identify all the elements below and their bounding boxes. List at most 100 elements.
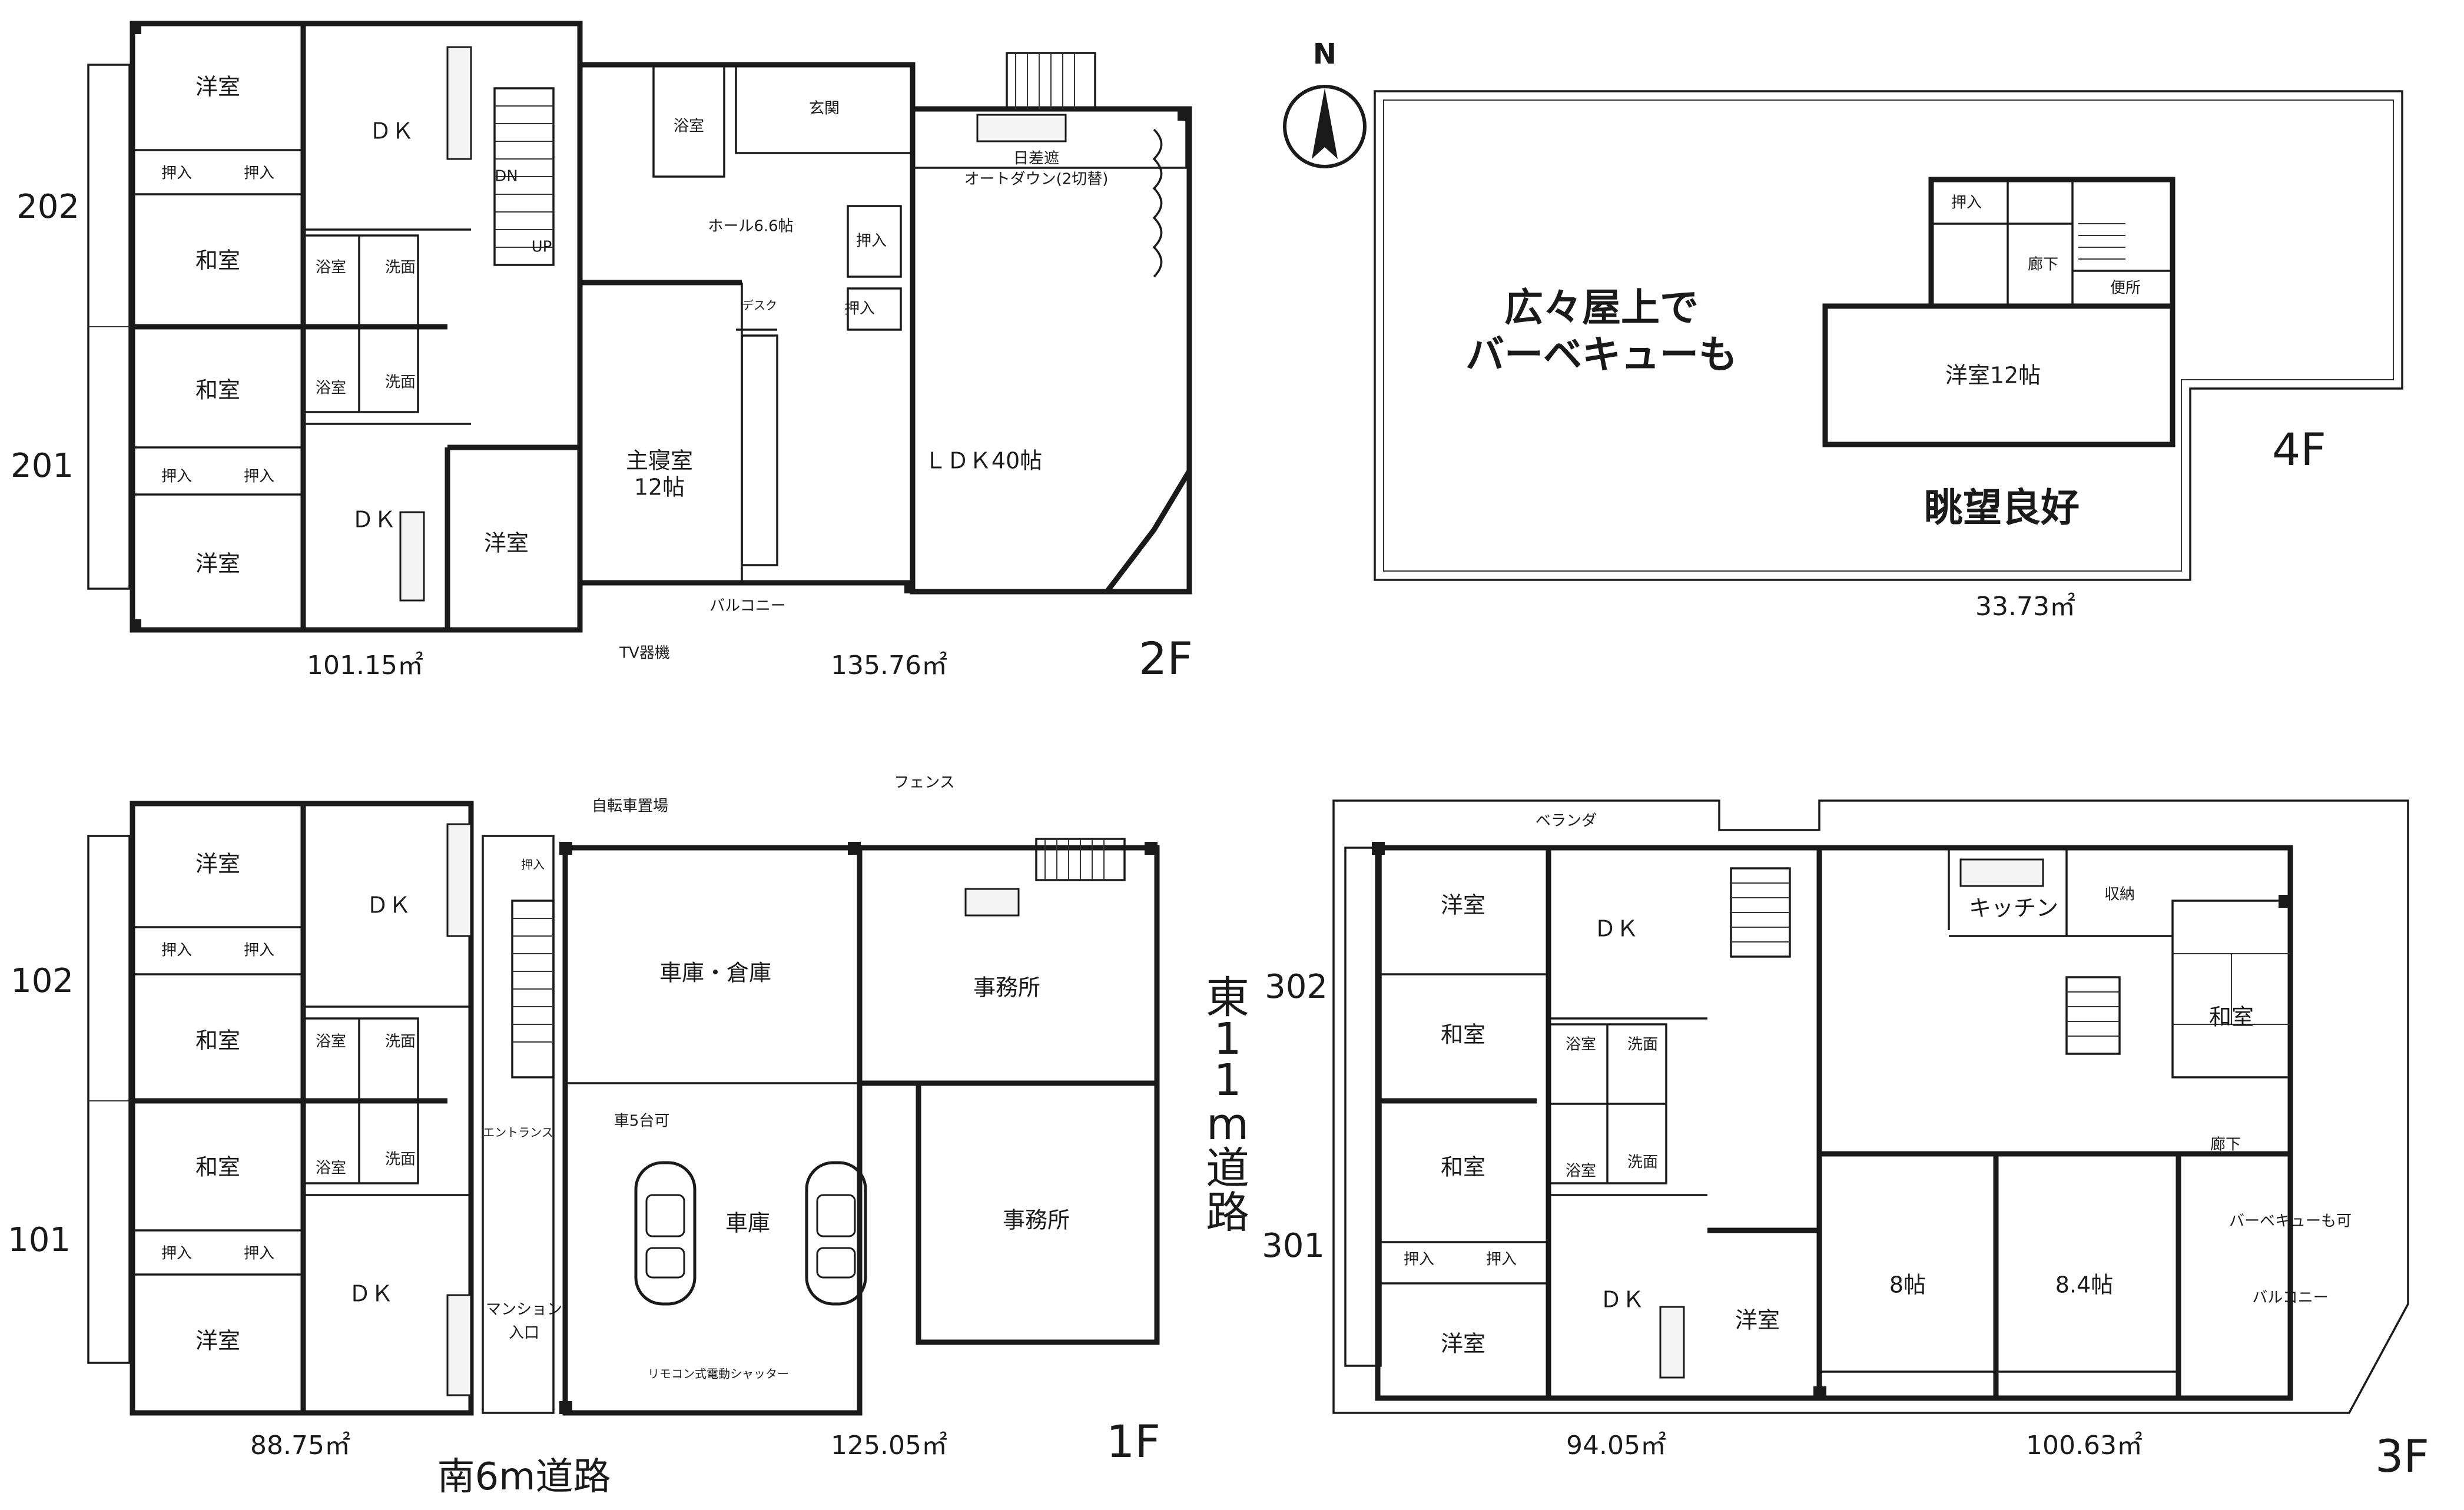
room-1f-yoshitsu-top: 洋室 (195, 851, 240, 877)
room-3f-washitsu-owner: 和室 (2209, 1004, 2254, 1030)
room-2f-yoshitsu-mid: 洋室 (484, 530, 529, 556)
car-icon-left (634, 1161, 697, 1306)
roof-deck-outline (1374, 90, 2403, 581)
room-3f-84jo: 8.4帖 (2055, 1272, 2113, 1298)
road-east-char-0: 東 (1206, 973, 1249, 1023)
road-east: 東 1 1 m 道 路 (1206, 973, 1249, 1238)
room-3f-yoshitsu-mid: 洋室 (1735, 1307, 1780, 1333)
floor-label-3f: 3F (2375, 1430, 2429, 1482)
room-1f-yoshitsu-bottom: 洋室 (195, 1328, 240, 1354)
note-view: 眺望良好 (1924, 485, 2080, 530)
north-label: N (1313, 38, 1337, 71)
room-2f-oshiire-owner: 押入 (856, 233, 887, 250)
room-1f-bath-bottom: 浴室 (316, 1160, 346, 1177)
unit-202: 202 (16, 188, 79, 226)
room-1f-dk-bottom: ＤＫ (349, 1281, 393, 1307)
road-east-char-4: 道 (1206, 1143, 1249, 1194)
note-bbq-line1: 広々屋上で (1504, 285, 1699, 330)
room-1f-bath-top: 浴室 (316, 1033, 346, 1051)
note-bbq-line2: バーベキューも (1465, 332, 1737, 377)
room-4f-wc: 便所 (2110, 280, 2141, 297)
room-2f-genkan: 玄関 (809, 100, 840, 118)
north-compass: N (1283, 38, 1367, 168)
room-2f-sunshade: 日差遮 (1013, 150, 1059, 168)
room-2f-hall: ホール6.6帖 (708, 218, 793, 235)
car-icon-right (805, 1161, 867, 1306)
room-3f-oshiire-2: 押入 (1486, 1251, 1517, 1269)
room-2f-bath-top: 浴室 (316, 259, 346, 277)
room-3f-wash-top: 洗面 (1627, 1036, 1658, 1054)
unit-102: 102 (11, 962, 74, 1000)
room-1f-office-bottom: 事務所 (1003, 1207, 1070, 1233)
room-1f-wash-top: 洗面 (385, 1033, 416, 1051)
road-east-char-2: 1 (1213, 1055, 1241, 1106)
room-3f-bath-top: 浴室 (1566, 1036, 1596, 1054)
room-3f-bbq-ok: バーベキューも可 (2229, 1213, 2352, 1230)
room-1f-dk-top: ＤＫ (366, 892, 411, 918)
unit-302: 302 (1265, 968, 1328, 1006)
room-4f-oshiire: 押入 (1951, 194, 1982, 212)
area-4f: 33.73㎡ (1975, 592, 2075, 622)
stair-dn-label: DN (495, 168, 518, 185)
room-1f-garage-storage: 車庫・倉庫 (659, 960, 771, 986)
room-3f-kitchen: キッチン (1969, 895, 2058, 921)
area-3f-left: 94.05㎡ (1566, 1431, 1666, 1461)
area-1f-left: 88.75㎡ (250, 1431, 350, 1461)
room-1f-oshiire-1: 押入 (161, 942, 192, 960)
room-3f-yoshitsu-top: 洋室 (1441, 892, 1485, 918)
garage-1f (562, 845, 863, 1416)
room-3f-bath-bottom: 浴室 (1566, 1163, 1596, 1180)
road-south: 南6m道路 (437, 1455, 611, 1499)
floor-2f: DN UP 洋室 ＤＫ 押入 押入 和室 (11, 21, 1193, 685)
room-1f-fence: フェンス (894, 774, 954, 792)
room-1f-bicycle: 自転車置場 (592, 798, 668, 815)
area-2f-right: 135.76㎡ (831, 651, 947, 681)
floor-3f-outline (1332, 799, 2409, 1414)
room-2f-sunshade-2: オートダウン(2切替) (964, 171, 1109, 188)
room-3f-dk-bottom: ＤＫ (1600, 1287, 1644, 1313)
room-3f-oshiire-1: 押入 (1404, 1251, 1434, 1269)
room-3f-yoshitsu-bottom: 洋室 (1441, 1331, 1485, 1357)
room-2f-master-a: 主寝室 (626, 448, 693, 474)
unit-301: 301 (1262, 1227, 1325, 1265)
room-4f-youshitsu: 洋室12帖 (1945, 363, 2041, 389)
room-2f-oshiire-4: 押入 (244, 468, 274, 486)
room-2f-balcony: バルコニー (709, 598, 785, 615)
unit-101: 101 (8, 1221, 71, 1259)
room-1f-washitsu-top: 和室 (195, 1028, 240, 1054)
room-3f-washitsu-bottom: 和室 (1441, 1154, 1485, 1180)
room-1f-shutter: リモコン式電動シャッター (648, 1367, 789, 1381)
room-2f-washitsu-bottom: 和室 (195, 377, 240, 403)
room-3f-8jo: 8帖 (1889, 1272, 1926, 1298)
room-2f-oshiire-1: 押入 (161, 165, 192, 182)
room-4f-roka: 廊下 (2028, 256, 2058, 274)
room-2f-desk: デスク (742, 298, 777, 313)
room-1f-entrance: エントランス (483, 1126, 553, 1140)
floor-label-1f: 1F (1106, 1415, 1160, 1468)
room-2f-oshiire-2: 押入 (244, 165, 274, 182)
room-1f-car5: 車5台可 (614, 1113, 670, 1130)
room-2f-dk-top: ＤＫ (369, 118, 414, 144)
room-2f-wash-bottom: 洗面 (385, 374, 416, 391)
floor-label-2f: 2F (1139, 632, 1193, 685)
unit-201: 201 (11, 447, 74, 485)
room-2f-wash-top: 洗面 (385, 259, 416, 277)
room-2f-tv: TV器機 (619, 645, 670, 662)
room-3f-wash-bottom: 洗面 (1627, 1154, 1658, 1172)
room-2f-yoshitsu-bottom: 洋室 (195, 551, 240, 577)
area-1f-right: 125.05㎡ (831, 1431, 947, 1461)
room-1f-garage: 車庫 (725, 1210, 770, 1236)
floor-3f: ベランダ 洋室 ＤＫ 和室 浴室 洗面 和室 浴室 洗面 押入 押入 ＤＫ 洋室… (1262, 799, 2429, 1482)
room-3f-balcony: バルコニー (2252, 1289, 2328, 1307)
room-3f-roka: 廊下 (2210, 1136, 2241, 1154)
road-east-char-1: 1 (1213, 1014, 1241, 1064)
room-2f-bath-owner: 浴室 (674, 118, 704, 135)
room-2f-master-b: 12帖 (634, 474, 685, 500)
road-east-char-3: m (1206, 1099, 1249, 1150)
room-3f-dk-top: ＤＫ (1594, 916, 1639, 942)
room-2f-washitsu-top: 和室 (195, 248, 240, 274)
room-3f-storage: 収納 (2104, 886, 2135, 904)
room-1f-mansion-b: 入口 (509, 1325, 539, 1342)
room-1f-mansion-a: マンション (486, 1301, 562, 1319)
